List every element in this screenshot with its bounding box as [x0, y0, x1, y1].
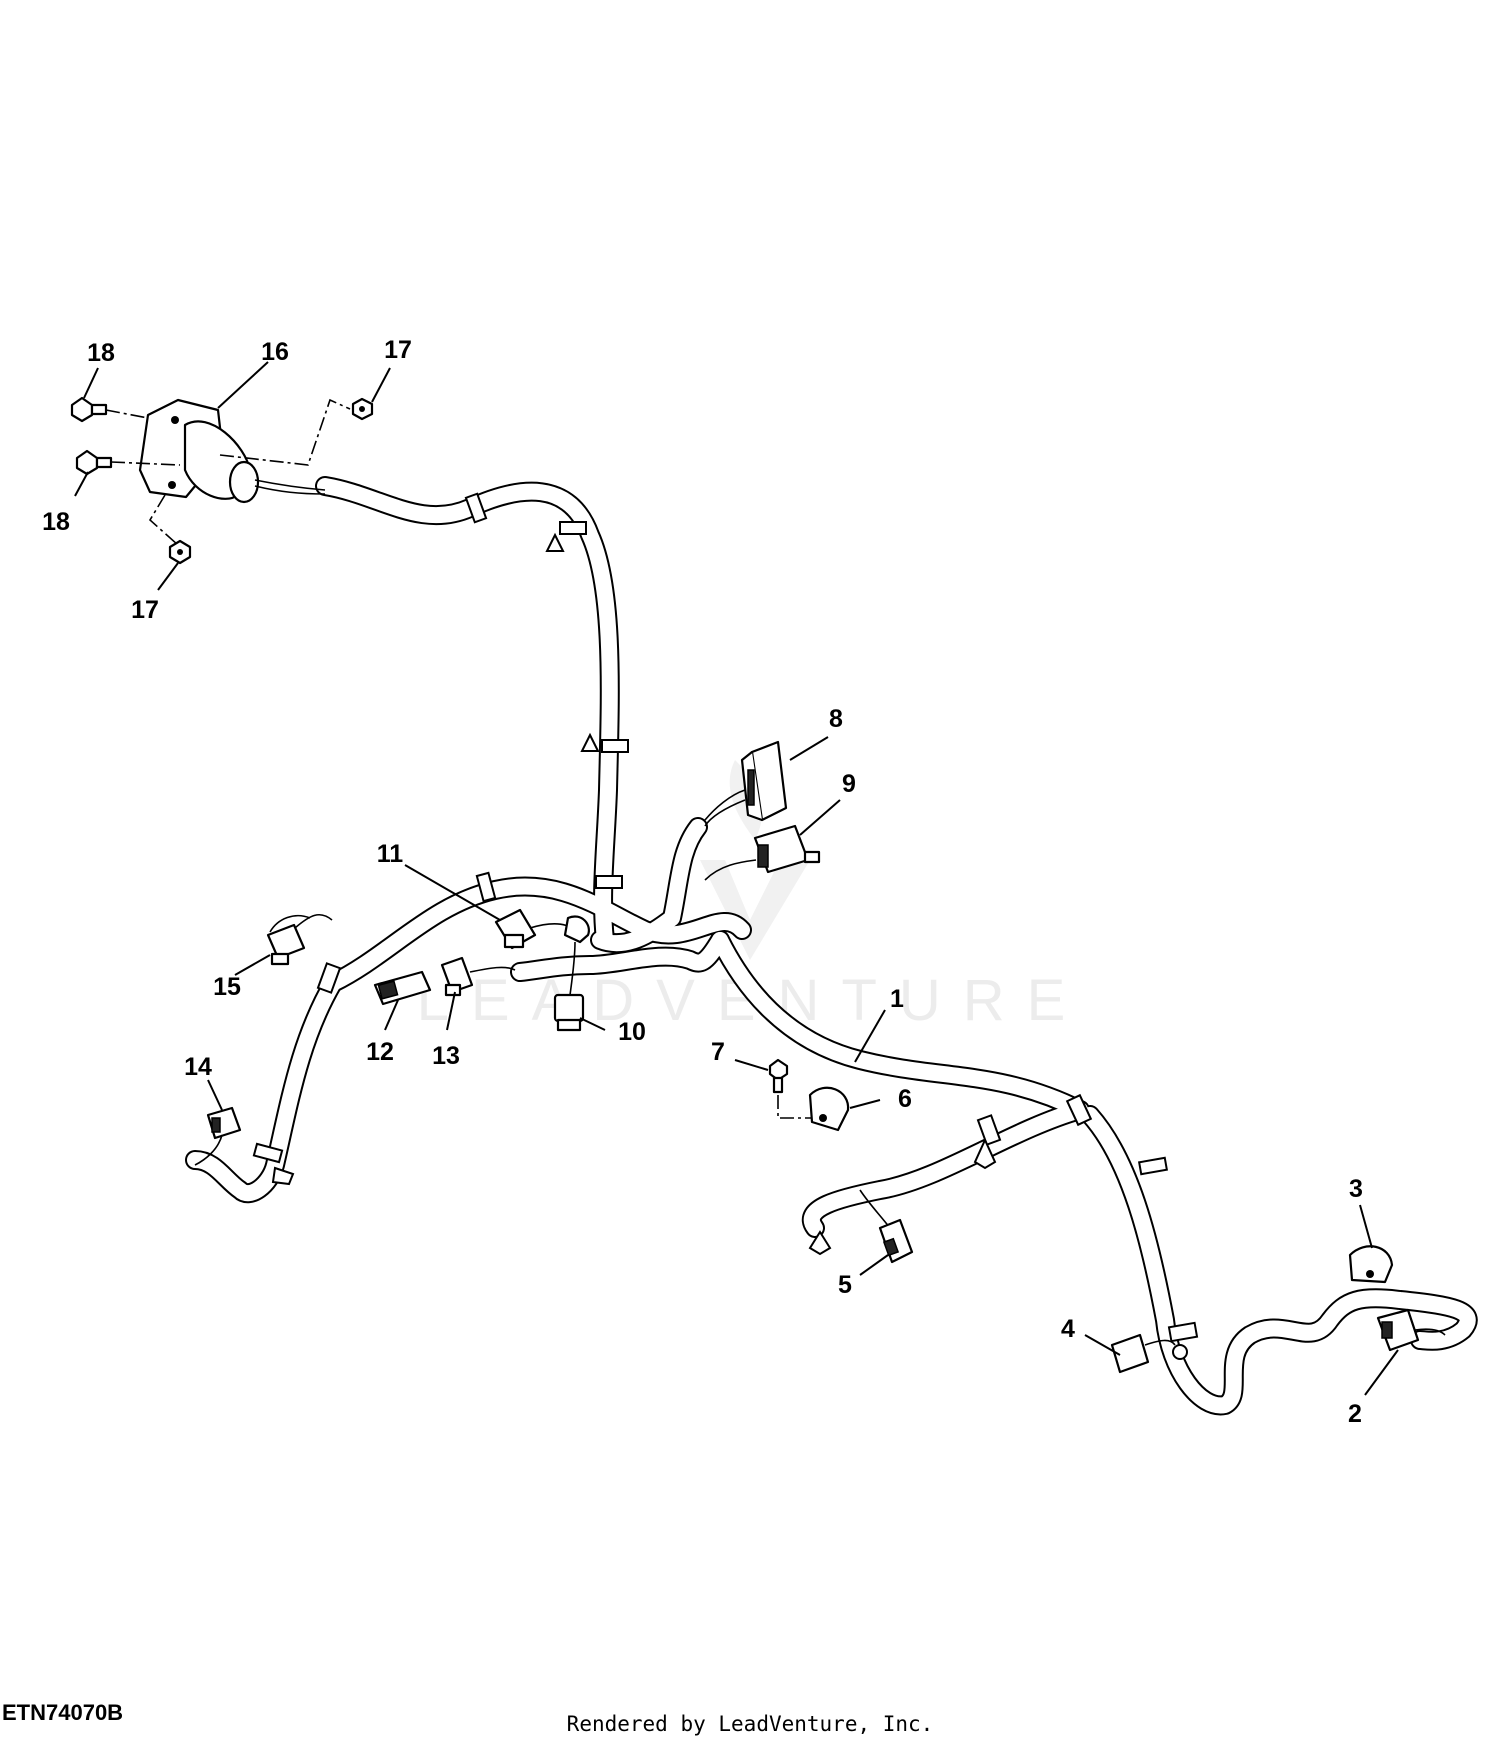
connector-10	[553, 941, 585, 1032]
callout-6: 6	[898, 1085, 912, 1113]
bolt-18-lower	[75, 449, 113, 476]
callout-16: 16	[261, 338, 289, 366]
callout-14: 14	[184, 1053, 212, 1081]
connector-12	[373, 970, 432, 1006]
clamp-3	[1348, 1245, 1394, 1284]
clamp-6	[808, 1086, 850, 1132]
callout-9: 9	[842, 770, 856, 798]
callout-5: 5	[838, 1271, 852, 1299]
callouts: 1 2 3 4 5 6 7 8 9 10 11 12 13 14 15 16 1…	[42, 336, 1363, 1428]
mounting-bracket-16	[138, 398, 326, 504]
callout-1: 1	[890, 985, 904, 1013]
callout-8: 8	[829, 705, 843, 733]
harness-cable	[185, 476, 1478, 1416]
figure-id: ETN74070B	[2, 1700, 124, 1725]
connector-8	[704, 740, 788, 827]
nut-17-lower	[168, 539, 192, 565]
callout-18-upper: 18	[87, 339, 115, 367]
callout-11: 11	[377, 840, 404, 868]
connector-9	[704, 824, 821, 881]
callout-18-lower: 18	[42, 508, 70, 536]
screw-7	[768, 1058, 812, 1119]
callout-12: 12	[366, 1038, 394, 1066]
callout-3: 3	[1349, 1175, 1363, 1203]
bolt-18-upper	[70, 396, 108, 423]
connector-2	[1376, 1308, 1446, 1352]
callout-17-lower: 17	[131, 596, 159, 624]
render-credit: Rendered by LeadVenture, Inc.	[566, 1712, 934, 1736]
callout-2: 2	[1348, 1400, 1362, 1428]
connector-15	[266, 913, 333, 966]
connector-11	[494, 908, 590, 950]
callout-15: 15	[213, 973, 241, 1001]
callout-17-upper: 17	[384, 336, 412, 364]
callout-10: 10	[618, 1018, 646, 1046]
connector-4	[1110, 1333, 1188, 1374]
callout-7: 7	[711, 1038, 725, 1066]
connector-14	[194, 1106, 242, 1166]
callout-4: 4	[1061, 1315, 1075, 1343]
leader-lines	[74, 361, 1399, 1396]
connector-5	[859, 1189, 914, 1264]
connector-13	[440, 956, 516, 997]
callout-13: 13	[432, 1042, 460, 1070]
nut-17-upper	[351, 397, 374, 421]
